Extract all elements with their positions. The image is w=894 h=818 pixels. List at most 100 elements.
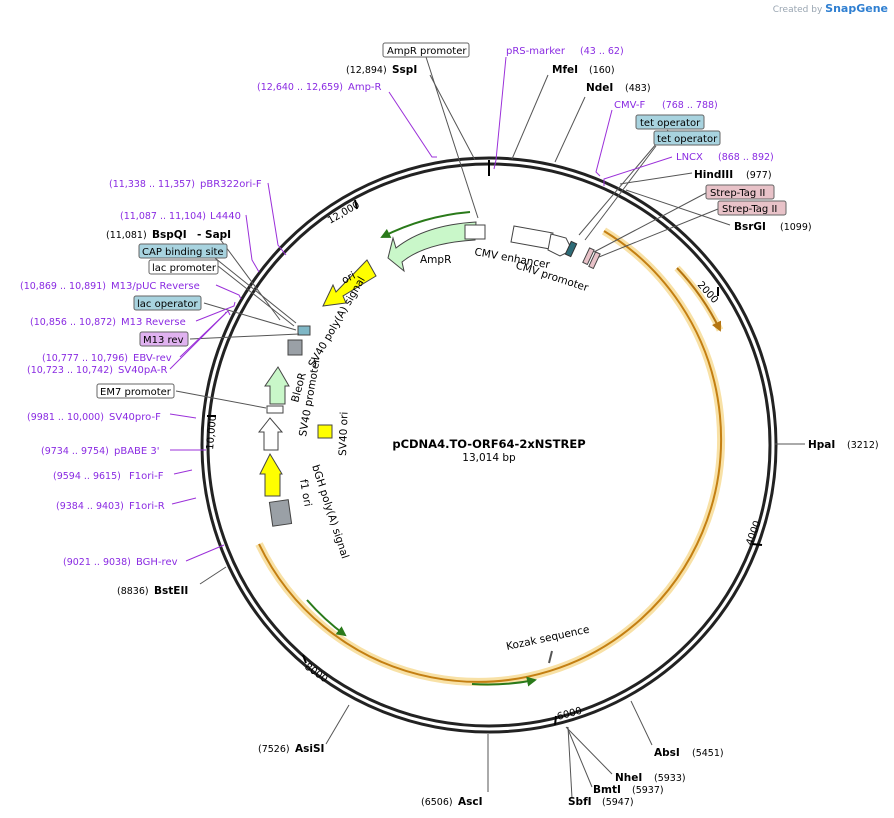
f1-ori-label: f1 ori xyxy=(297,478,314,507)
primer-pos-bgh-rev: (9021 .. 9038) xyxy=(63,557,131,568)
enzyme-bsrgi[interactable]: BsrGI xyxy=(734,221,766,233)
ampr-arrow[interactable] xyxy=(387,221,477,273)
enzyme-mfei[interactable]: MfeI xyxy=(552,64,578,76)
enzyme-sbfi[interactable]: SbfI xyxy=(568,796,592,808)
lac-operator-label[interactable]: lac operator xyxy=(137,299,198,310)
enzyme-ndei[interactable]: NdeI xyxy=(586,82,613,94)
bgh-polya-feature[interactable] xyxy=(268,499,293,527)
ori-arrow[interactable] xyxy=(322,259,377,307)
enzyme-pos-asci: (6506) xyxy=(421,797,453,808)
watermark-prefix: Created by xyxy=(772,5,823,15)
primer-pos-amp-r: (12,640 .. 12,659) xyxy=(257,82,343,93)
primer-pos-f1ori-f: (9594 .. 9615) xyxy=(53,471,121,482)
kozak-label: Kozak sequence xyxy=(505,624,590,653)
enzyme-bsteii[interactable]: BstEII xyxy=(154,585,188,597)
sv40-polya-label: SV40 poly(A) signal xyxy=(306,275,368,370)
cmv-promoter-label: CMV promoter xyxy=(514,259,590,294)
primer-f1ori-r[interactable]: F1ori-R xyxy=(129,501,165,512)
enzyme-labels: (12,894) SspI MfeI (160) NdeI (483) Hind… xyxy=(106,64,879,808)
primer-prs-marker[interactable]: pRS-marker xyxy=(506,46,566,57)
enzyme-sspi[interactable]: SspI xyxy=(392,64,417,76)
primer-pbabe3[interactable]: pBABE 3' xyxy=(114,446,160,457)
sv40-ori-feature[interactable] xyxy=(317,424,333,439)
enzyme-nhei[interactable]: NheI xyxy=(615,772,642,784)
enzyme-pos-bspqi: (11,081) xyxy=(106,230,147,241)
enzyme-pos-sspi: (12,894) xyxy=(346,65,387,76)
primer-pos-sv40pa-r: (10,723 .. 10,742) xyxy=(27,365,113,376)
strep-tag-feature[interactable] xyxy=(582,247,595,266)
green-segments xyxy=(306,211,537,687)
tet-operator-label-2[interactable]: tet operator xyxy=(657,134,718,145)
enzyme-pos-absi: (5451) xyxy=(692,748,724,759)
em7-promoter-label[interactable]: EM7 promoter xyxy=(100,387,172,398)
primer-ebv-rev[interactable]: EBV-rev xyxy=(133,353,172,364)
enzyme-pos-nhei: (5933) xyxy=(654,773,686,784)
enzyme-asisi[interactable]: AsiSI xyxy=(295,743,324,755)
ampr-promoter-feature[interactable] xyxy=(464,224,486,240)
sv40-polya-feature[interactable] xyxy=(287,339,303,356)
primer-f1ori-f[interactable]: F1ori-F xyxy=(129,471,164,482)
ampr-label: AmpR xyxy=(420,254,451,266)
backbone xyxy=(200,156,778,734)
primer-amp-r[interactable]: Amp-R xyxy=(348,82,382,93)
cap-binding-site-label[interactable]: CAP binding site xyxy=(142,247,224,258)
bleor-arrow[interactable] xyxy=(264,366,290,405)
f1-ori-arrow[interactable] xyxy=(259,452,283,497)
enzyme-pos-ndei: (483) xyxy=(625,83,651,94)
em7-promoter-feature[interactable] xyxy=(266,405,284,414)
cmv-enhancer-arrow[interactable] xyxy=(510,225,554,250)
primer-pos-m13puc-reverse: (10,869 .. 10,891) xyxy=(20,281,106,292)
primer-pos-ebv-rev: (10,777 .. 10,796) xyxy=(42,353,128,364)
enzyme-pos-bsteii: (8836) xyxy=(117,586,149,597)
tet-operator-feature[interactable] xyxy=(564,240,578,258)
tick-10000: 10,000 xyxy=(205,414,219,450)
primer-l4440[interactable]: L4440 xyxy=(210,211,241,222)
primer-m13puc-reverse[interactable]: M13/pUC Reverse xyxy=(111,281,200,292)
strep-tag-label-2[interactable]: Strep-Tag II xyxy=(722,204,777,215)
ori-label: ori xyxy=(340,270,358,287)
lac-feature-block[interactable] xyxy=(297,325,311,336)
primer-cmv-f[interactable]: CMV-F xyxy=(614,100,645,111)
sv40-promoter-arrow[interactable] xyxy=(257,417,284,451)
primer-bgh-rev[interactable]: BGH-rev xyxy=(136,557,178,568)
m13-rev-label[interactable]: M13 rev xyxy=(143,335,184,346)
primer-m13-reverse[interactable]: M13 Reverse xyxy=(121,317,186,328)
enzyme-pos-mfei: (160) xyxy=(589,65,615,76)
snapgene-brand: SnapGene xyxy=(825,2,888,15)
primer-sv40pro-f[interactable]: SV40pro-F xyxy=(109,412,161,423)
lac-promoter-label[interactable]: lac promoter xyxy=(152,263,217,274)
primer-pos-pbabe3: (9734 .. 9754) xyxy=(41,446,109,457)
strep-tag-label-1[interactable]: Strep-Tag II xyxy=(710,188,765,199)
enzyme-hindiii[interactable]: HindIII xyxy=(694,169,733,181)
enzyme-absi[interactable]: AbsI xyxy=(654,747,680,759)
enzyme-leaders xyxy=(175,56,805,799)
tet-operator-label-1[interactable]: tet operator xyxy=(640,118,701,129)
primer-labels: pRS-marker (43 .. 62) (12,640 .. 12,659)… xyxy=(20,46,774,568)
sv40-ori-label: SV40 ori xyxy=(337,411,351,456)
kozak-sequence-mark xyxy=(548,650,553,664)
enzyme-bmti[interactable]: BmtI xyxy=(593,784,621,796)
primer-leaders xyxy=(169,56,673,562)
ampr-promoter-label[interactable]: AmpR promoter xyxy=(387,46,467,57)
bgh-polya-label: bGH poly(A) signal xyxy=(309,463,351,560)
primer-sv40pa-r[interactable]: SV40pA-R xyxy=(118,365,167,376)
enzyme-asci[interactable]: AscI xyxy=(458,796,483,808)
enzyme-pos-bmti: (5937) xyxy=(632,785,664,796)
primer-lncx[interactable]: LNCX xyxy=(676,152,703,163)
enzyme-pos-sbfi: (5947) xyxy=(602,797,634,808)
enzyme-pos-hpai: (3212) xyxy=(847,440,879,451)
enzyme-pos-bsrgi: (1099) xyxy=(780,222,812,233)
primer-pbr322ori-f[interactable]: pBR322ori-F xyxy=(200,179,262,190)
orf-feature[interactable] xyxy=(255,227,726,686)
enzyme-bspqi[interactable]: BspQI xyxy=(152,229,187,241)
plasmid-name: pCDNA4.TO-ORF64-2xNSTREP xyxy=(392,437,585,451)
primer-pos-lncx: (868 .. 892) xyxy=(718,152,774,163)
enzyme-pos-hindiii: (977) xyxy=(746,170,772,181)
strep-tag-feature-2[interactable] xyxy=(588,251,601,270)
boxed-labels: AmpR promoter tet operator tet operator … xyxy=(96,42,787,399)
primer-pos-m13-reverse: (10,856 .. 10,872) xyxy=(30,317,116,328)
enzyme-pos-asisi: (7526) xyxy=(258,744,290,755)
enzyme-hpai[interactable]: HpaI xyxy=(808,439,835,451)
enzyme-sapi[interactable]: - SapI xyxy=(197,229,231,241)
